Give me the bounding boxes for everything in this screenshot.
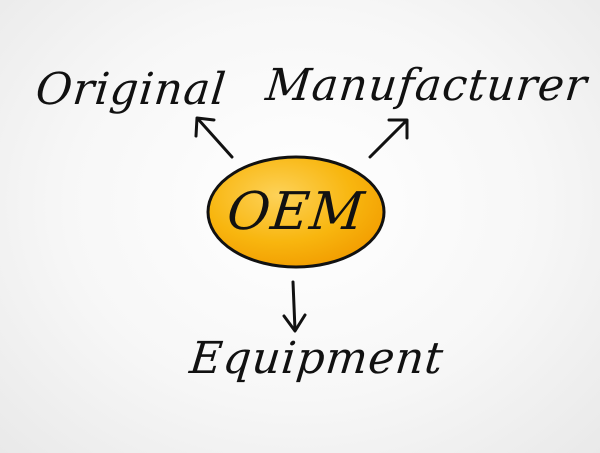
branch-label-equipment: Equipment (187, 333, 447, 384)
hub-label: OEM (224, 182, 368, 242)
arrow-to-manufacturer (368, 118, 409, 159)
branch-label-original: Original (33, 64, 229, 115)
hub-ellipse (206, 155, 386, 269)
arrow-to-equipment (282, 280, 307, 333)
branch-label-manufacturer: Manufacturer (263, 60, 590, 111)
arrow-to-original (194, 116, 234, 159)
oem-hub: OEM (203, 152, 389, 272)
